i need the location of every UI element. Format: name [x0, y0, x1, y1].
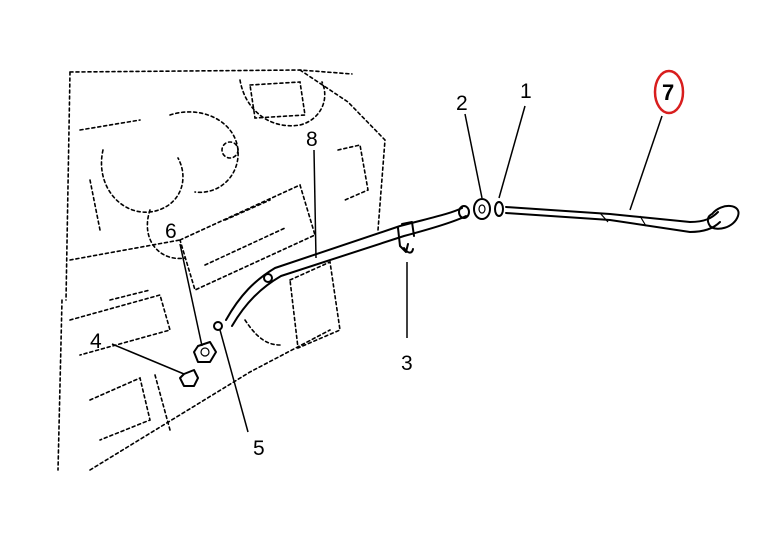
block-plug	[179, 369, 199, 387]
dipstick-tube	[225, 205, 470, 327]
tube-fitting	[193, 341, 217, 363]
callout-3: 3	[401, 352, 413, 375]
leader-4	[111, 343, 185, 375]
engine-block	[57, 69, 386, 471]
tube-bracket	[397, 221, 415, 254]
lower-o-ring	[213, 321, 223, 331]
leader-7	[629, 115, 663, 211]
callout-1: 1	[520, 80, 532, 103]
callout-8: 8	[306, 128, 318, 151]
callout-4: 4	[90, 330, 102, 353]
leader-6	[179, 243, 203, 347]
dipstick-o-ring	[494, 201, 504, 217]
oil-dipstick	[505, 205, 740, 233]
callout-2: 2	[456, 92, 468, 115]
leader-8	[313, 149, 317, 259]
callout-5: 5	[253, 437, 265, 460]
leader-1	[498, 105, 526, 199]
callout-7: 7	[662, 80, 674, 105]
callout-6: 6	[165, 220, 177, 243]
highlight-circle	[653, 69, 685, 115]
leader-5	[219, 329, 249, 433]
leader-lines	[111, 105, 663, 433]
callouts: 1 2 3 4 5 6 8 7	[90, 69, 685, 460]
tube-seal	[473, 198, 491, 220]
leader-2	[464, 113, 483, 199]
